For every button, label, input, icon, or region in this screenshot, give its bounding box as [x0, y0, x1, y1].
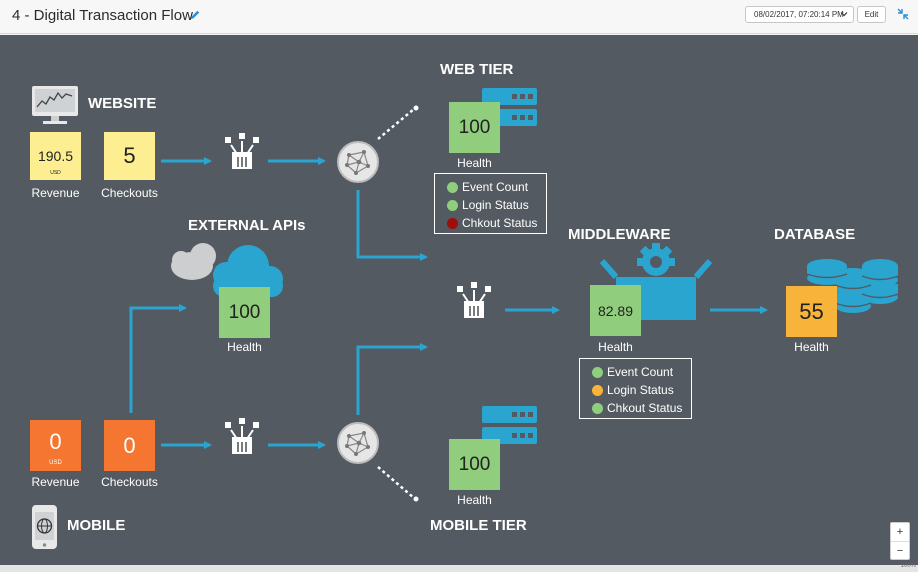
- status-row[interactable]: Event Count: [447, 178, 540, 196]
- dashboard-header: 4 - Digital Transaction Flow 08/02/2017,…: [0, 0, 918, 34]
- website-title: WEBSITE: [88, 95, 157, 112]
- database-health-label: Health: [794, 340, 829, 354]
- website-checkouts-tile[interactable]: 5: [104, 132, 155, 180]
- status-ok-icon: [592, 366, 603, 378]
- middleware-title: MIDDLEWARE: [568, 226, 671, 243]
- mobile-tier-health-tile[interactable]: 100: [449, 439, 500, 490]
- date-value: 08/02/2017, 07:20:14 PM: [754, 10, 844, 19]
- zoom-controls: + −: [890, 522, 910, 560]
- status-row[interactable]: Chkout Status: [592, 399, 685, 417]
- chevron-down-icon: [840, 12, 848, 17]
- collapse-icon[interactable]: [897, 8, 909, 20]
- load-balancer-icon: [224, 417, 260, 455]
- status-row[interactable]: Chkout Status: [447, 214, 540, 232]
- dashboard-title: 4 - Digital Transaction Flow: [12, 7, 193, 24]
- edit-title-pencil-icon[interactable]: [189, 9, 201, 21]
- website-revenue-unit: USD: [50, 170, 61, 176]
- middleware-status-panel: Event Count Login Status Chkout Status: [579, 358, 692, 419]
- status-label: Event Count: [607, 365, 674, 379]
- status-row[interactable]: Event Count: [592, 363, 685, 381]
- database-health-tile[interactable]: 55: [786, 286, 837, 337]
- status-critical-icon: [447, 217, 458, 229]
- mobile-revenue-tile[interactable]: 0 USD: [30, 420, 81, 471]
- dotted-connectors: [377, 108, 415, 499]
- status-row[interactable]: Login Status: [447, 196, 540, 214]
- external-apis-health-tile[interactable]: 100: [219, 287, 270, 338]
- monitor-icon: [32, 86, 78, 124]
- status-label: Login Status: [462, 198, 529, 212]
- status-bar: [0, 565, 918, 572]
- status-label: Chkout Status: [462, 216, 538, 230]
- network-hub-icon: [337, 422, 379, 464]
- web-tier-health-value: 100: [458, 116, 491, 138]
- web-tier-health-tile[interactable]: 100: [449, 102, 500, 153]
- status-label: Event Count: [462, 180, 529, 194]
- status-ok-icon: [447, 181, 458, 193]
- mobile-tier-health-value: 100: [458, 453, 491, 475]
- status-label: Login Status: [607, 383, 674, 397]
- external-apis-title: EXTERNAL APIs: [188, 217, 306, 234]
- middleware-health-value: 82.89: [597, 302, 634, 319]
- network-hub-icon: [337, 141, 379, 183]
- website-checkouts-label: Checkouts: [101, 186, 158, 200]
- status-row[interactable]: Login Status: [592, 381, 685, 399]
- database-title: DATABASE: [774, 226, 856, 243]
- website-checkouts-value: 5: [123, 143, 136, 168]
- zoom-level: 100%: [900, 563, 916, 569]
- mobile-checkouts-tile[interactable]: 0: [104, 420, 155, 471]
- mobile-checkouts-label: Checkouts: [101, 475, 158, 489]
- database-health-value: 55: [799, 298, 824, 324]
- mobile-checkouts-value: 0: [123, 432, 136, 458]
- web-tier-status-panel: Event Count Login Status Chkout Status: [434, 173, 547, 234]
- mobile-title: MOBILE: [67, 517, 126, 534]
- phone-globe-icon: [32, 505, 57, 549]
- flow-lines: [129, 157, 768, 449]
- middleware-health-tile[interactable]: 82.89: [590, 285, 641, 336]
- mobile-tier-title: MOBILE TIER: [430, 517, 527, 534]
- edit-button[interactable]: Edit: [857, 6, 886, 23]
- website-revenue-label: Revenue: [31, 186, 80, 200]
- load-balancer-icon: [456, 281, 492, 319]
- load-balancer-icon: [224, 132, 260, 170]
- mobile-tier-health-label: Health: [457, 493, 492, 507]
- web-tier-title: WEB TIER: [440, 61, 514, 78]
- status-ok-icon: [447, 199, 458, 211]
- mobile-revenue-value: 0: [49, 428, 62, 454]
- mobile-revenue-label: Revenue: [31, 475, 80, 489]
- date-picker-button[interactable]: 08/02/2017, 07:20:14 PM: [745, 6, 854, 23]
- status-warning-icon: [592, 384, 603, 396]
- zoom-out-button[interactable]: −: [891, 541, 909, 559]
- website-revenue-tile[interactable]: 190.5 USD: [30, 132, 81, 180]
- website-revenue-value: 190.5: [37, 148, 74, 164]
- external-apis-health-label: Health: [227, 340, 262, 354]
- status-ok-icon: [592, 402, 603, 414]
- mobile-revenue-unit: USD: [49, 460, 62, 466]
- status-label: Chkout Status: [607, 401, 683, 415]
- zoom-in-button[interactable]: +: [896, 526, 904, 538]
- external-apis-health-value: 100: [228, 301, 261, 323]
- middleware-health-label: Health: [598, 340, 633, 354]
- web-tier-health-label: Health: [457, 156, 492, 170]
